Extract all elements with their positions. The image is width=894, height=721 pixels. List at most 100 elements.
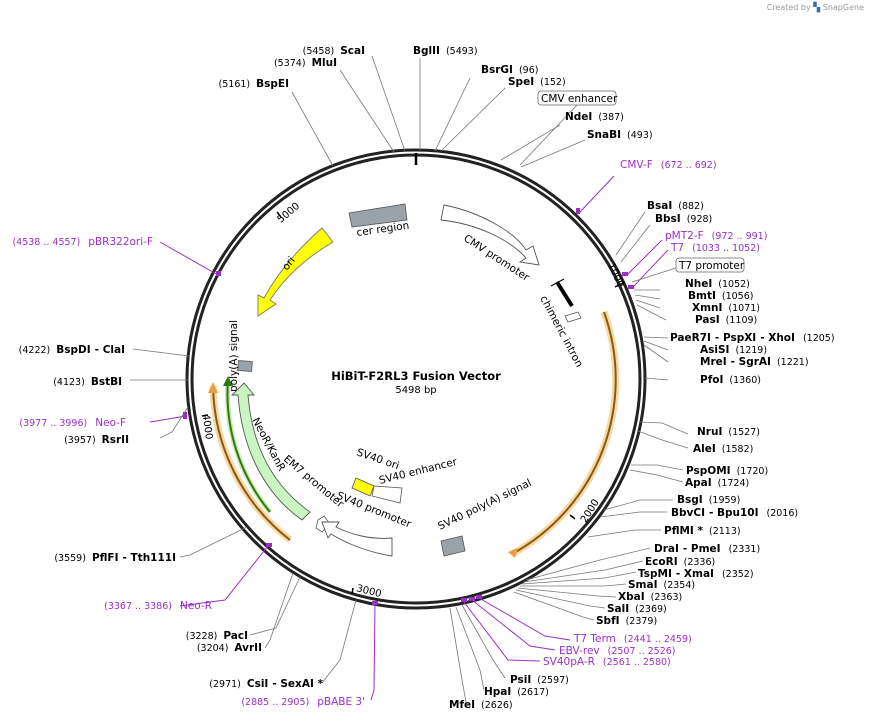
site-bspei[interactable]: BspEI bbox=[256, 78, 289, 90]
svg-text:(2885 .. 2905)pBABE 3': (2885 .. 2905)pBABE 3' bbox=[241, 696, 365, 708]
site-bglii[interactable]: BglII bbox=[413, 45, 440, 57]
svg-text:(5161)BspEI: (5161)BspEI bbox=[219, 78, 289, 90]
svg-text:SpeI(152): SpeI(152) bbox=[508, 76, 566, 88]
t7-promoter-box[interactable] bbox=[675, 257, 745, 273]
site-asisi[interactable]: AsiSI bbox=[700, 344, 729, 356]
site-apai[interactable]: ApaI bbox=[685, 477, 712, 489]
site-xmai[interactable]: XmaI bbox=[684, 568, 714, 580]
svg-text:ApaI(1724): ApaI(1724) bbox=[685, 477, 749, 489]
site-mlui[interactable]: MluI bbox=[312, 57, 337, 69]
site-drai[interactable]: DraI bbox=[654, 543, 679, 555]
site-rsrii[interactable]: RsrII bbox=[102, 434, 129, 446]
sv40-enhancer-feature[interactable] bbox=[371, 485, 403, 504]
site-bsgi[interactable]: BsgI bbox=[677, 494, 703, 506]
site-alei[interactable]: AleI bbox=[693, 443, 716, 455]
primer-neo-f[interactable]: Neo-F bbox=[95, 417, 126, 429]
site-pflfi[interactable]: PflFI bbox=[92, 552, 119, 564]
right-site-labels: BglII(5493) BsrGI(96) SpeI(152) NdeI(387… bbox=[413, 45, 835, 711]
site-smai[interactable]: SmaI bbox=[628, 579, 658, 591]
site-paer7i[interactable]: PaeR7I bbox=[670, 332, 711, 344]
site-sexai[interactable]: SexAI * bbox=[280, 678, 323, 690]
svg-text:EcoRI(2336): EcoRI(2336) bbox=[645, 556, 715, 568]
svg-text:SalI(2369): SalI(2369) bbox=[607, 603, 667, 615]
site-ndei[interactable]: NdeI bbox=[565, 111, 592, 123]
svg-text:PfoI(1360): PfoI(1360) bbox=[700, 374, 761, 386]
site-bbvci[interactable]: BbvCI bbox=[671, 507, 705, 519]
primer-pbabe3[interactable]: pBABE 3' bbox=[317, 696, 365, 708]
site-ecori[interactable]: EcoRI bbox=[645, 556, 678, 568]
primer-neo-r[interactable]: Neo-R bbox=[180, 600, 212, 612]
sv40-polyA-feature[interactable] bbox=[440, 535, 466, 557]
svg-text:TspMI- XmaI(2352): TspMI- XmaI(2352) bbox=[638, 568, 754, 580]
primer-pbr322ori-f[interactable]: pBR322ori-F bbox=[88, 236, 153, 248]
site-csii[interactable]: CsiI bbox=[247, 678, 268, 690]
neo-kan-feature[interactable] bbox=[230, 382, 311, 521]
primer-t7[interactable]: T7 bbox=[670, 242, 684, 254]
svg-text:BsaI(882): BsaI(882) bbox=[647, 200, 704, 212]
t7-promoter-label: T7 promoter bbox=[678, 260, 745, 272]
site-scai[interactable]: ScaI bbox=[340, 45, 365, 57]
site-tspmi[interactable]: TspMI bbox=[638, 568, 672, 580]
primer-t7-term[interactable]: T7 Term bbox=[573, 633, 616, 645]
site-sali[interactable]: SalI bbox=[607, 603, 629, 615]
site-bsai[interactable]: BsaI bbox=[647, 200, 672, 212]
cmv-promoter-label: CMV promoter bbox=[461, 232, 532, 284]
orf-right-arrowhead bbox=[508, 548, 518, 558]
site-nrui[interactable]: NruI bbox=[697, 426, 722, 438]
ori-feature[interactable] bbox=[257, 227, 334, 317]
svg-text:AleI(1582): AleI(1582) bbox=[693, 443, 753, 455]
primer-cmv-f[interactable]: CMV-F bbox=[620, 159, 653, 171]
site-bspdi[interactable]: BspDI bbox=[56, 344, 90, 356]
polyA-feature[interactable] bbox=[237, 360, 253, 372]
svg-text:(2971)CsiI- SexAI *: (2971)CsiI- SexAI * bbox=[209, 678, 323, 690]
site-mfei[interactable]: MfeI bbox=[449, 699, 475, 711]
sv40-ori-feature[interactable] bbox=[351, 477, 375, 497]
site-clai[interactable]: ClaI bbox=[103, 344, 125, 356]
tick-label-5000: 5000 bbox=[276, 201, 303, 226]
svg-text:DraI- PmeI(2331): DraI- PmeI(2331) bbox=[654, 543, 760, 555]
credit-brand: SnapGene bbox=[822, 3, 864, 12]
site-pspxi[interactable]: PspXI bbox=[723, 332, 756, 344]
sv40-promoter-feature[interactable] bbox=[321, 521, 393, 557]
site-xmni[interactable]: XmnI bbox=[692, 302, 722, 314]
site-pfoi[interactable]: PfoI bbox=[700, 374, 723, 386]
site-sbfi[interactable]: SbfI bbox=[596, 615, 620, 627]
site-bmti[interactable]: BmtI bbox=[688, 290, 716, 302]
primer-pmt2-f[interactable]: pMT2-F bbox=[665, 230, 704, 242]
site-bstbi[interactable]: BstBI bbox=[91, 376, 122, 388]
credit-text: Created by bbox=[766, 3, 811, 12]
site-tth111i[interactable]: Tth111I bbox=[131, 552, 176, 564]
chimeric-intron-feature[interactable] bbox=[555, 280, 574, 308]
site-bpu10i[interactable]: Bpu10I bbox=[717, 507, 759, 519]
site-avrii[interactable]: AvrII bbox=[234, 642, 262, 654]
site-bbsi[interactable]: BbsI bbox=[655, 213, 681, 225]
site-pflmi[interactable]: PflMI * bbox=[664, 525, 703, 537]
cer-region-feature[interactable] bbox=[348, 203, 408, 228]
site-snabi[interactable]: SnaBI bbox=[587, 129, 621, 141]
site-paci[interactable]: PacI bbox=[223, 630, 248, 642]
site-pasi[interactable]: PasI bbox=[695, 314, 720, 326]
site-bsrgi[interactable]: BsrGI bbox=[481, 64, 513, 76]
svg-text:PaeR7I- PspXI- XhoI(1205): PaeR7I- PspXI- XhoI(1205) bbox=[670, 332, 835, 344]
cmv-promoter-feature[interactable] bbox=[440, 204, 540, 266]
site-nhei[interactable]: NheI bbox=[685, 278, 712, 290]
svg-text:BmtI(1056): BmtI(1056) bbox=[688, 290, 753, 302]
plasmid-size: 5498 bp bbox=[395, 385, 436, 396]
svg-text:pMT2-F(972 .. 991): pMT2-F(972 .. 991) bbox=[665, 230, 767, 242]
site-xbai[interactable]: XbaI bbox=[618, 591, 645, 603]
site-xhoi[interactable]: XhoI bbox=[768, 332, 795, 344]
left-leaders bbox=[130, 55, 406, 684]
plasmid-title: HiBiT-F2RL3 Fusion Vector bbox=[331, 369, 501, 383]
site-pmei[interactable]: PmeI bbox=[691, 543, 721, 555]
svg-text:NdeI(387): NdeI(387) bbox=[565, 111, 624, 123]
site-psii[interactable]: PsiI bbox=[510, 674, 531, 686]
site-pspomi[interactable]: PspOMI bbox=[686, 465, 731, 477]
site-hpai[interactable]: HpaI bbox=[484, 686, 511, 698]
svg-text:PspOMI(1720): PspOMI(1720) bbox=[686, 465, 768, 477]
primer-sv40pa-r[interactable]: SV40pA-R bbox=[543, 656, 595, 668]
site-spei[interactable]: SpeI bbox=[508, 76, 534, 88]
primer-ebv-rev[interactable]: EBV-rev bbox=[559, 645, 600, 657]
site-mrei[interactable]: MreI bbox=[700, 356, 727, 368]
site-sgrai[interactable]: SgrAI bbox=[739, 356, 771, 368]
svg-text:(3977 .. 3996)Neo-F: (3977 .. 3996)Neo-F bbox=[19, 417, 126, 429]
